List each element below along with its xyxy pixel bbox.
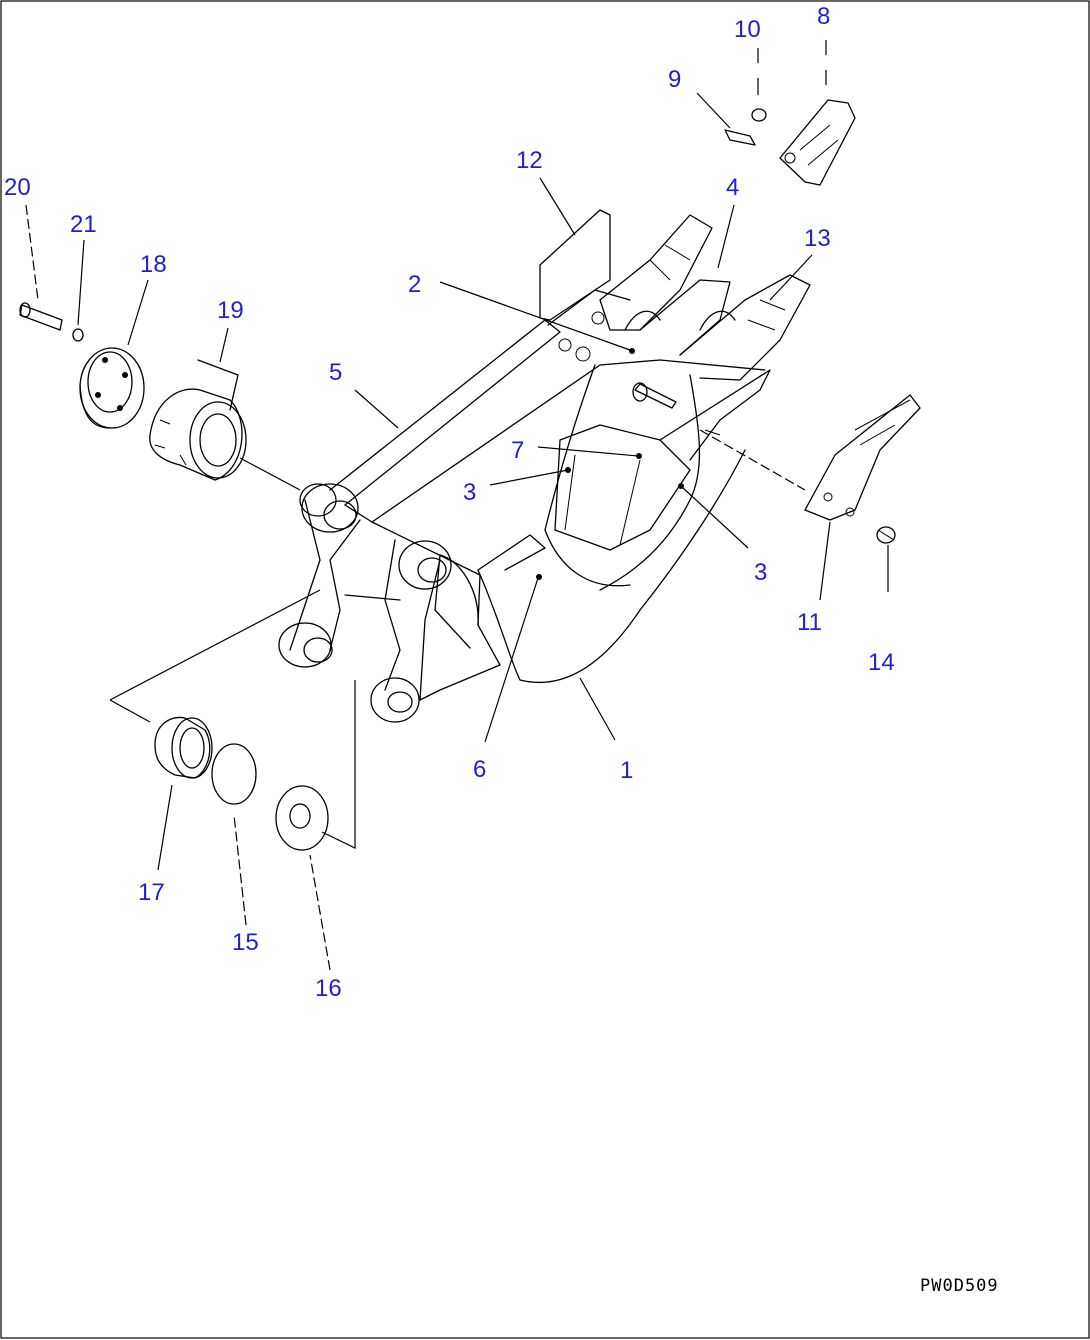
- callout-2: 2: [408, 271, 421, 298]
- callout-5: 5: [329, 359, 342, 386]
- bushing-17-part: [154, 716, 213, 779]
- tooth-part: [779, 99, 856, 186]
- pin-part: [724, 129, 756, 146]
- callout-7: 7: [511, 437, 524, 464]
- callout-11: 11: [797, 609, 822, 636]
- plate-part: [539, 209, 611, 321]
- callout-16: 16: [315, 975, 342, 1002]
- callout-6: 6: [473, 756, 486, 783]
- o-ring-part: [211, 743, 257, 805]
- callout-19: 19: [217, 297, 244, 324]
- drawing-code: PW0D509: [920, 1276, 999, 1296]
- boss-upper-right: [398, 540, 452, 590]
- tooth-adapters-part: [558, 214, 811, 381]
- side-cutter-part: [804, 394, 921, 521]
- callout-1: 1: [620, 757, 633, 784]
- bolt-part: [876, 526, 896, 544]
- callout-3-upper: 3: [463, 479, 476, 506]
- corner-shroud-part: [659, 369, 771, 461]
- washer-21-part: [72, 328, 84, 342]
- callout-15: 15: [232, 929, 259, 956]
- callout-10: 10: [734, 16, 761, 43]
- callout-9: 9: [668, 66, 681, 93]
- callout-20: 20: [4, 174, 31, 201]
- leader-lines: [25, 40, 889, 971]
- boss-upper-left: [299, 483, 359, 533]
- bolt-20-part: [19, 302, 63, 331]
- callout-17: 17: [138, 879, 165, 906]
- bucket-body-part: [289, 289, 766, 701]
- bushing-part: [149, 359, 247, 481]
- callout-12: 12: [516, 147, 543, 174]
- callout-21: 21: [70, 211, 97, 238]
- callout-14: 14: [868, 649, 895, 676]
- callout-labels: 1 2 3 3 4 5 6 7 8 9 10 11 12 13 14 15 16…: [4, 3, 895, 1002]
- cover-part: [79, 347, 145, 429]
- shim-part: [275, 785, 329, 851]
- boss-lower-right: [370, 677, 420, 723]
- lock-part: [751, 108, 767, 122]
- bolt-center-part: [632, 382, 677, 409]
- boss-lower-left: [278, 622, 333, 668]
- callout-3-lower: 3: [754, 559, 767, 586]
- callout-18: 18: [140, 251, 167, 278]
- callout-4: 4: [726, 174, 739, 201]
- callout-13: 13: [804, 225, 831, 252]
- callout-8: 8: [817, 3, 830, 30]
